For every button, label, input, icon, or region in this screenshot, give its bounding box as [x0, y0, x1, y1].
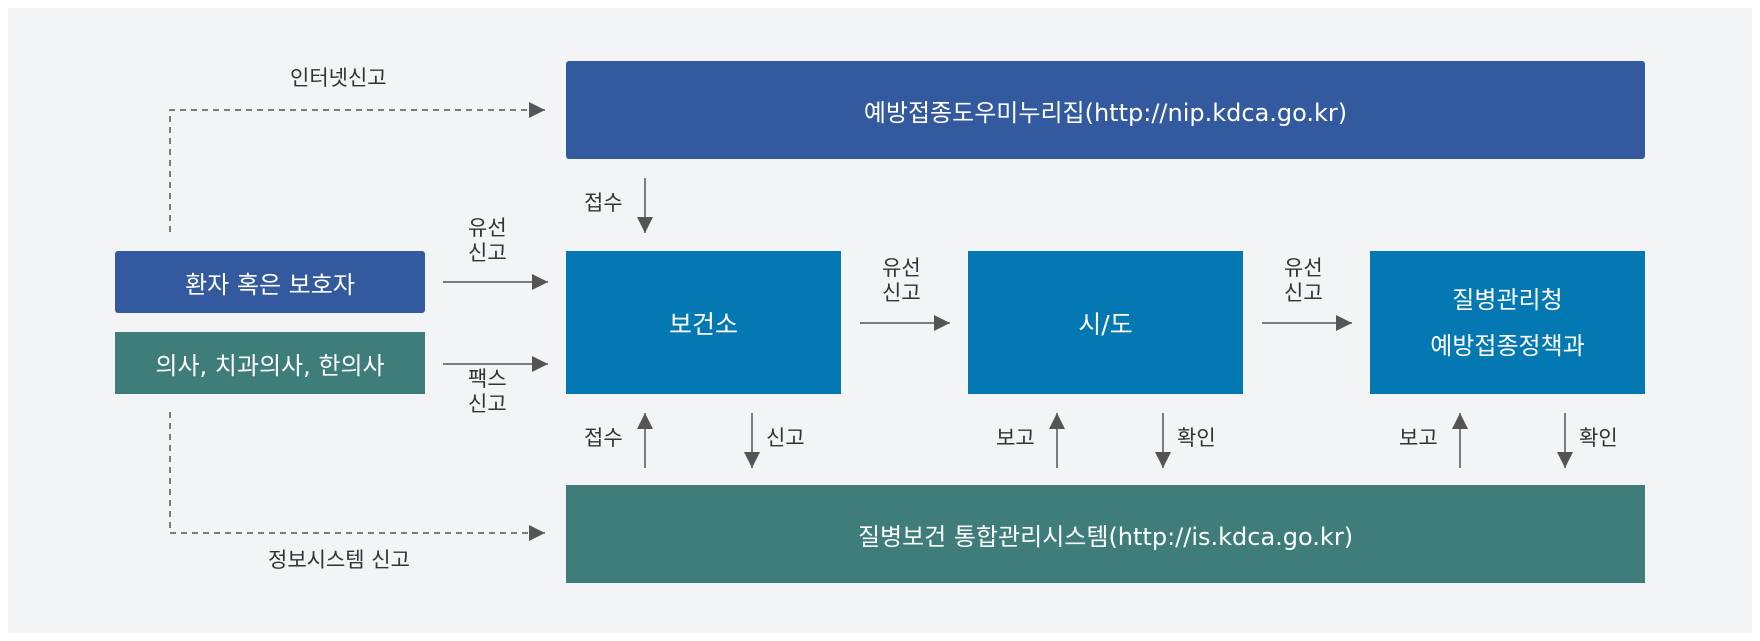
wired-report-label-3: 유선 신고	[1284, 256, 1323, 306]
report-label: 신고	[468, 241, 507, 265]
wired-report-label-2: 유선 신고	[882, 256, 921, 306]
internet-report-label: 인터넷신고	[290, 66, 387, 90]
wired-label-3: 유선	[1284, 256, 1323, 280]
receive-bottom-label: 접수	[584, 426, 623, 450]
patient-guardian-label: 환자 혹은 보호자	[185, 270, 355, 299]
patient-guardian-box: 환자 혹은 보호자	[115, 251, 425, 313]
nip-website-label: 예방접종도우미누리집(http://nip.kdca.go.kr)	[863, 98, 1348, 127]
report-label-3: 신고	[1284, 281, 1323, 305]
kdca-confirm-label: 확인	[1579, 426, 1618, 450]
city-report-up-label: 보고	[996, 426, 1035, 450]
wired-label-2: 유선	[882, 256, 921, 280]
info-system-report-arrow	[169, 412, 545, 541]
doctor-box: 의사, 치과의사, 한의사	[115, 332, 425, 394]
kdca-label-line2: 예방접종정책과	[1430, 331, 1585, 360]
nip-website-box: 예방접종도우미누리집(http://nip.kdca.go.kr)	[566, 61, 1645, 159]
internet-report-arrow	[169, 102, 545, 232]
is-system-label: 질병보건 통합관리시스템(http://is.kdca.go.kr)	[857, 522, 1354, 551]
kdca-box: 질병관리청 예방접종정책과	[1370, 251, 1645, 394]
report-down-label: 신고	[766, 426, 805, 450]
city-province-label: 시/도	[1078, 309, 1133, 339]
fax-label: 팩스	[468, 367, 507, 391]
wired-report-label: 유선 신고	[468, 216, 507, 266]
wired-label: 유선	[468, 216, 507, 240]
city-confirm-label: 확인	[1177, 426, 1216, 450]
kdca-report-up-label: 보고	[1399, 426, 1438, 450]
kdca-label-line1: 질병관리청	[1452, 285, 1563, 314]
doctor-label: 의사, 치과의사, 한의사	[155, 351, 385, 380]
is-system-box: 질병보건 통합관리시스템(http://is.kdca.go.kr)	[566, 485, 1645, 583]
report-label-2: 신고	[882, 281, 921, 305]
info-system-report-label: 정보시스템 신고	[268, 548, 410, 572]
health-center-label: 보건소	[668, 309, 738, 339]
health-center-box: 보건소	[566, 251, 841, 394]
receive-top-label: 접수	[584, 191, 623, 215]
fax-report-label: 팩스 신고	[468, 367, 507, 417]
fax-report-text: 신고	[468, 392, 507, 416]
city-province-box: 시/도	[968, 251, 1243, 394]
